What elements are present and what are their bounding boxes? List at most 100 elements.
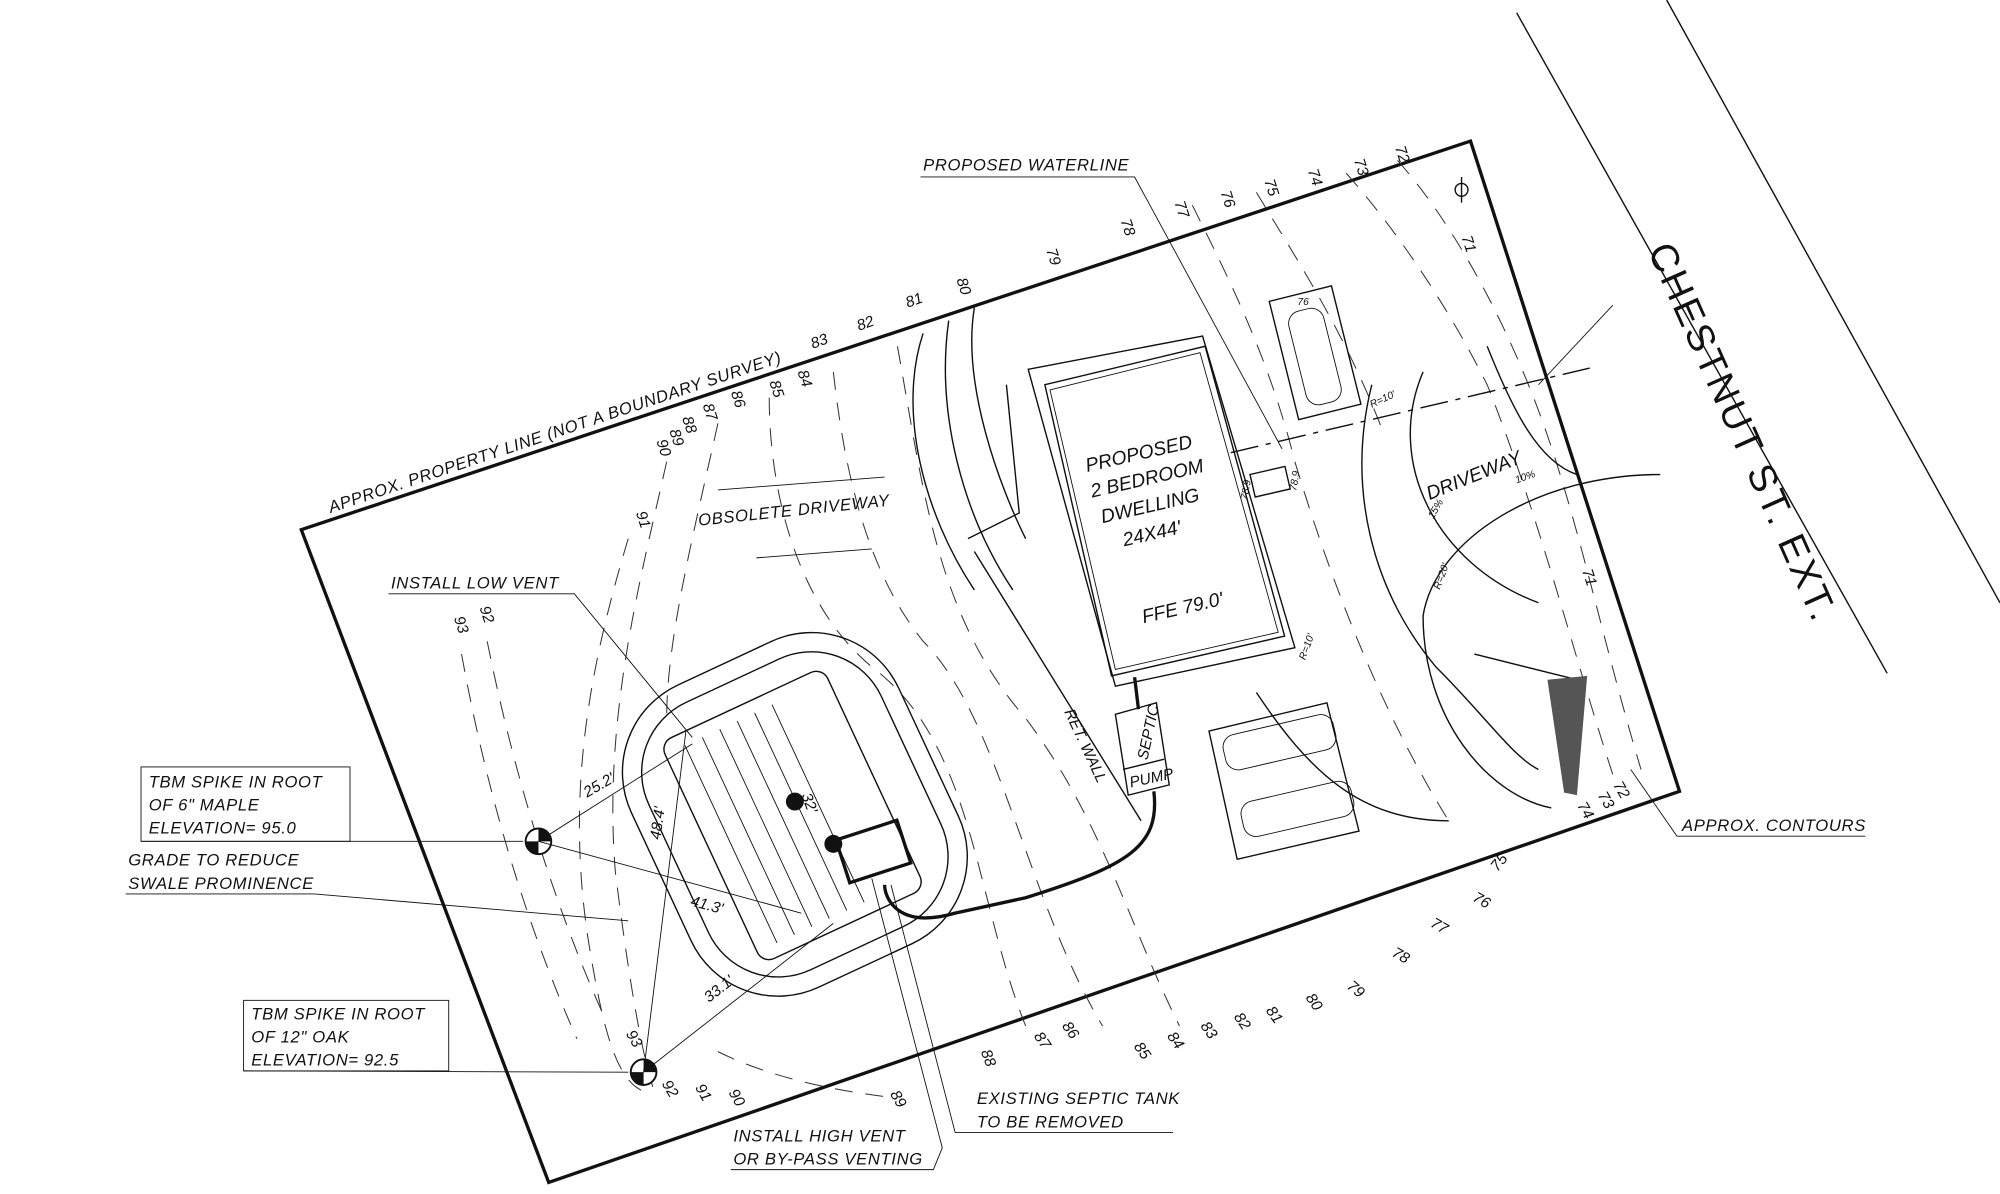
contour-label: 91 [691, 1081, 714, 1104]
high-vent-line: OR BY-PASS VENTING [733, 1150, 923, 1169]
leach-field: 32' [621, 631, 969, 997]
parked-car-top [1268, 285, 1362, 421]
contour-label: 83 [808, 331, 830, 353]
contour-label: 77 [1427, 915, 1452, 939]
contour-label: 74 [1304, 167, 1325, 189]
contour-label: 76 [1470, 889, 1494, 913]
survey-pin-icon [1454, 176, 1469, 203]
septic-removed-line: TO BE REMOVED [977, 1112, 1124, 1131]
dwelling-label: 24X44' [1120, 517, 1185, 551]
contour-label: 88 [977, 1047, 999, 1069]
parked-car [1222, 714, 1337, 771]
dimension-label: 41.3' [689, 893, 726, 918]
grade-line: SWALE PROMINENCE [128, 874, 314, 893]
approx-contours-label: APPROX. CONTOURS [1681, 816, 1866, 835]
radius-label: R=10' [1298, 632, 1318, 662]
ret-wall-label: RET. WALL [1060, 706, 1109, 785]
driveway-label: DRIVEWAY [1423, 447, 1525, 505]
contour-label: 84 [1163, 1029, 1187, 1053]
road-name: CHESTNUT ST. EXT. [1639, 236, 1845, 628]
contour-label: 75 [1260, 177, 1282, 199]
test-pit-marker [785, 792, 804, 811]
proposed-dwelling: PROPOSED 2 BEDROOM DWELLING 24X44' FFE 7… [1027, 335, 1303, 687]
contour-label: 80 [1302, 990, 1326, 1014]
tbm1-line: OF 6" MAPLE [149, 796, 260, 815]
benchmarks: 25.2' 48.4' 41.3' 33.1' [524, 730, 834, 1086]
contour-label: 80 [953, 276, 975, 298]
contour-label: 87 [699, 401, 721, 424]
entry-steps [1249, 465, 1292, 498]
high-vent-line: INSTALL HIGH VENT [733, 1126, 906, 1145]
waterline-label: PROPOSED WATERLINE [923, 156, 1129, 175]
contour-label: 73 [1594, 789, 1617, 813]
contour-label: 86 [727, 388, 749, 410]
tbm1-line: TBM SPIKE IN ROOT [149, 772, 324, 791]
test-pit-marker [824, 834, 843, 853]
dimension-label: 32' [798, 791, 821, 817]
parked-car [1240, 780, 1355, 838]
contour-label: 89 [665, 427, 687, 449]
tbm2-line: TBM SPIKE IN ROOT [251, 1005, 426, 1024]
septic-label: SEPTIC [1135, 703, 1163, 762]
slope-label: 10% [1514, 469, 1537, 486]
contour-label: 85 [765, 378, 787, 400]
contour-lines [461, 159, 1642, 1098]
contour-label: 91 [632, 509, 653, 531]
property-boundary [299, 138, 1682, 1185]
contour-label: 85 [1130, 1039, 1154, 1063]
contour-label: 88 [678, 414, 700, 436]
ffe-label: FFE 79.0' [1140, 589, 1227, 628]
contour-label: 71 [1458, 233, 1479, 255]
grade-line: GRADE TO REDUCE [128, 851, 299, 870]
contour-label: 75 [1487, 850, 1511, 874]
contour-label: 76 [1297, 297, 1309, 308]
contour-label: 77 [1171, 199, 1193, 222]
property-line-label: APPROX. PROPERTY LINE (NOT A BOUNDARY SU… [325, 348, 784, 518]
contour-label: 90 [653, 437, 675, 459]
contour-label: 79 [1344, 978, 1368, 1002]
tbm1-line: ELEVATION= 95.0 [149, 819, 297, 838]
contour-label: 76 [1217, 188, 1239, 210]
contour-label: 73 [1350, 156, 1372, 178]
contour-label: 83 [1197, 1019, 1221, 1043]
septic-removed-line: EXISTING SEPTIC TANK [977, 1089, 1180, 1108]
low-vent-label: INSTALL LOW VENT [391, 574, 560, 593]
contour-label: 89 [886, 1087, 909, 1111]
tbm2-line: ELEVATION= 92.5 [251, 1051, 399, 1070]
dimension-label: 48.4' [647, 805, 669, 841]
contour-label: 93 [450, 614, 472, 636]
contour-label: 72 [1609, 778, 1632, 802]
driveway: DRIVEWAY 15% 10% R=10' R=20' R=10' [1298, 389, 1661, 809]
dimension-label: 33.1' [701, 972, 738, 1006]
existing-septic-tank [833, 818, 913, 885]
contour-label: 92 [476, 604, 498, 626]
contour-label: 87 [1030, 1029, 1055, 1054]
contour-label: 72 [1391, 143, 1413, 165]
contour-label: 84 [794, 368, 815, 390]
contour-labels: 72 73 74 75 76 77 78 79 80 81 82 83 84 8… [450, 143, 1633, 1111]
road-edge-line [1666, 0, 2000, 604]
hatched-wall [1547, 675, 1588, 796]
radius-label: R=20' [1432, 561, 1452, 591]
step-elevation: 78.9 [1288, 470, 1302, 492]
radius-label: R=10' [1368, 389, 1398, 411]
contour-label: 93 [622, 1027, 645, 1051]
contour-label: 81 [903, 290, 925, 312]
pump-label: PUMP [1128, 765, 1176, 791]
contour-label: 82 [855, 313, 877, 335]
contour-label: 74 [1573, 799, 1596, 822]
contour-label: 92 [658, 1077, 681, 1101]
contour-label: 86 [1058, 1019, 1082, 1043]
step-elevation: 78.9 [1240, 479, 1254, 501]
callouts: OBSOLETE DRIVEWAY INSTALL LOW VENT TBM S… [125, 476, 1866, 1171]
tbm2-line: OF 12" OAK [251, 1028, 349, 1047]
contour-label: 81 [1262, 1003, 1286, 1027]
contour-label: 79 [1042, 246, 1064, 268]
parking: 76 [1208, 285, 1362, 861]
road-edge-line [1516, 12, 1888, 674]
contour-label: 78 [1389, 944, 1413, 968]
contour-label: 90 [725, 1086, 748, 1110]
contour-label: 71 [1578, 567, 1599, 589]
contour-label: 82 [1230, 1010, 1254, 1034]
